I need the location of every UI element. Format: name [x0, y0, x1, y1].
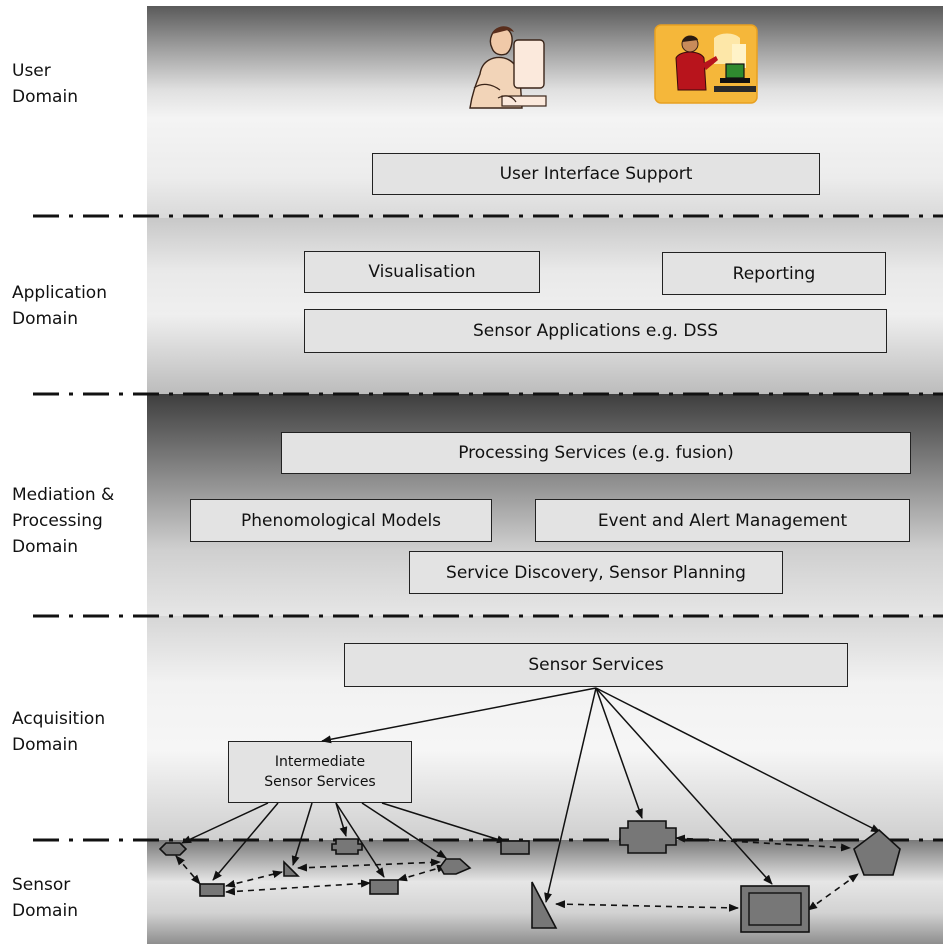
event-alert-management-box: Event and Alert Management: [535, 499, 910, 542]
small-box-sensor-icon: [199, 883, 225, 897]
acquisition-domain-label: Acquisition Domain: [12, 709, 106, 755]
arrow-int-small-tri: [291, 802, 313, 866]
mediation-domain-label: Mediation & Processing Domain: [12, 485, 115, 557]
arrow-int-cross-small: [335, 802, 348, 837]
arrow-to-intermediate: [321, 687, 597, 744]
rect-right-sensor-icon: [500, 840, 530, 855]
arrow-to-pentagon-sensor: [595, 687, 881, 833]
service-discovery-box: Service Discovery, Sensor Planning: [409, 551, 783, 594]
arrow-to-cross-sensor: [595, 687, 643, 819]
user-interface-support-box: User Interface Support: [372, 153, 820, 195]
arrow-to-triangle-sensor: [544, 687, 597, 903]
application-domain-label: Application Domain: [12, 283, 107, 329]
person-at-computer-icon: [469, 26, 547, 109]
cross-sensor-icon: [619, 820, 677, 854]
arrow-int-pent-small: [361, 802, 447, 859]
small-cross-sensor-icon: [331, 838, 363, 855]
pentagon-sensor-icon: [853, 828, 901, 876]
hexagon-sensor-icon: [158, 842, 188, 856]
user-domain-label: User Domain: [12, 61, 78, 107]
arrow-int-hex: [181, 802, 269, 844]
small-pentagon-sensor-icon: [439, 858, 472, 875]
small-triangle-sensor-icon: [283, 860, 300, 877]
sensor-domain-label: Sensor Domain: [12, 875, 78, 921]
application-domain-band: [147, 218, 943, 394]
sensor-services-box: Sensor Services: [344, 643, 848, 687]
processing-services-box: Processing Services (e.g. fusion): [281, 432, 911, 474]
person-with-laptop-icon: [654, 24, 758, 104]
sensor-applications-box: Sensor Applications e.g. DSS: [304, 309, 887, 353]
arrow-int-rect-right: [381, 802, 507, 844]
arrow-int-small-box: [212, 802, 279, 881]
intermediate-sensor-services-box: Intermediate Sensor Services: [228, 741, 412, 803]
small-rect-sensor-icon: [369, 879, 399, 895]
arrow-to-large-rect-sensor: [595, 687, 773, 885]
visualisation-box: Visualisation: [304, 251, 540, 293]
reporting-box: Reporting: [662, 252, 886, 295]
phenomological-models-box: Phenomological Models: [190, 499, 492, 542]
triangle-sensor-icon: [531, 881, 558, 929]
